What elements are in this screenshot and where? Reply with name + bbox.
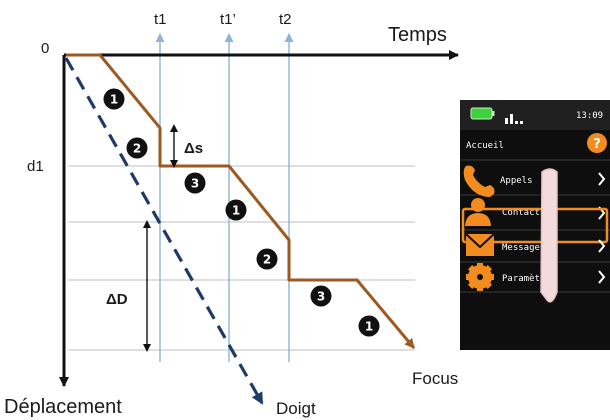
focus-curve xyxy=(66,53,416,349)
chevron-right-icon xyxy=(598,270,606,284)
phone-icon xyxy=(463,165,495,197)
svg-text:1: 1 xyxy=(365,320,373,334)
gear-icon xyxy=(466,263,494,291)
chevron-right-icon xyxy=(598,239,606,253)
svg-text:2: 2 xyxy=(133,142,141,156)
focus-highlight xyxy=(461,207,609,244)
time-marker-label-t1: t1 xyxy=(154,11,167,28)
time-markers: t1 t1’ t2 xyxy=(154,11,294,362)
finger-overlay xyxy=(540,168,558,303)
menu-item-calls[interactable]: Appels xyxy=(463,165,606,198)
svg-text:3: 3 xyxy=(317,290,325,304)
signal-icon xyxy=(505,114,523,124)
message-icon xyxy=(465,233,495,256)
time-marker-label-t1-prime: t1’ xyxy=(220,11,236,28)
time-marker-label-t2: t2 xyxy=(279,11,292,28)
menu-item-settings[interactable]: Paramètres xyxy=(466,263,606,291)
menu-item-label: Appels xyxy=(500,176,533,186)
finger-line xyxy=(64,57,264,405)
chevron-right-icon xyxy=(598,172,606,186)
finger-label: Doigt xyxy=(276,399,316,418)
menu-item-label: Contacts xyxy=(502,208,545,218)
delta-s-label: Δs xyxy=(184,140,203,157)
status-time: 13:09 xyxy=(576,111,603,121)
phase-badge: 2 xyxy=(126,137,148,159)
help-button[interactable]: ? xyxy=(587,133,607,153)
grid-lines xyxy=(68,165,415,351)
phone-screenshot: 13:09 Accueil ? Appels Contacts xyxy=(460,100,610,350)
phase-badge: 3 xyxy=(310,285,332,307)
time-axis-label: Temps xyxy=(388,24,447,46)
phase-badge: 1 xyxy=(103,88,125,110)
help-icon: ? xyxy=(593,137,601,152)
screen-title: Accueil xyxy=(466,141,504,151)
svg-text:3: 3 xyxy=(191,177,199,191)
svg-text:1: 1 xyxy=(110,93,118,107)
delta-d-label: ΔD xyxy=(106,291,128,308)
phase-badge: 1 xyxy=(358,315,380,337)
focus-label: Focus xyxy=(412,369,458,388)
menu-item-label: Messages xyxy=(502,243,545,253)
svg-text:1: 1 xyxy=(232,204,240,218)
menu-item-label: Paramètres xyxy=(502,273,556,284)
menu-item-messages[interactable]: Messages xyxy=(465,233,606,256)
phase-badge: 3 xyxy=(184,172,206,194)
menu-item-contacts[interactable]: Contacts xyxy=(461,198,609,244)
d1-label: d1 xyxy=(27,158,44,175)
phase-badge: 1 xyxy=(225,199,247,221)
phase-badge: 2 xyxy=(256,248,278,270)
svg-text:2: 2 xyxy=(263,253,271,267)
battery-icon xyxy=(470,107,495,120)
origin-label: 0 xyxy=(41,40,49,57)
displacement-axis-label: Déplacement xyxy=(4,396,122,418)
